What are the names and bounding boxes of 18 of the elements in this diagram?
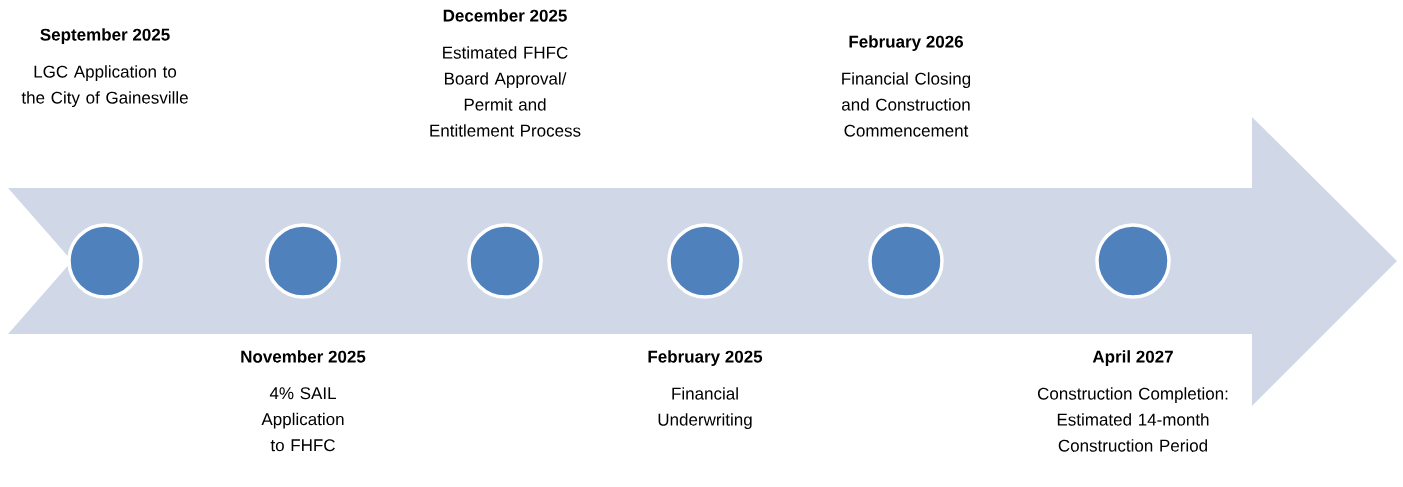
milestone-dot xyxy=(265,223,341,299)
milestone-text: LGC Application to the City of Gainesville xyxy=(21,65,188,108)
milestone-text: Construction Completion: Estimated 14-month Construction Period xyxy=(1037,387,1228,452)
milestone-dot xyxy=(467,223,543,299)
milestone-date: September 2025 xyxy=(40,28,170,45)
milestone-date: February 2026 xyxy=(849,35,963,52)
milestone-date: April 2027 xyxy=(1092,350,1173,367)
milestone-text: 4% SAIL Application to FHFC xyxy=(261,387,344,452)
milestone-date: February 2025 xyxy=(648,350,763,367)
milestone-dot xyxy=(1095,223,1171,299)
milestone-text: Financial Closing and Construction Commencement xyxy=(842,72,971,137)
milestone-text: Estimated FHFC Board Approval/ Permit and Entitlement Process xyxy=(430,46,581,137)
milestone-dot xyxy=(868,223,944,299)
milestone-dot xyxy=(67,223,143,299)
milestone-date: November 2025 xyxy=(241,350,366,363)
milestone-date: December 2025 xyxy=(443,9,567,22)
milestone-text: Financial Underwriting xyxy=(658,387,752,430)
milestone-dot xyxy=(667,223,743,299)
